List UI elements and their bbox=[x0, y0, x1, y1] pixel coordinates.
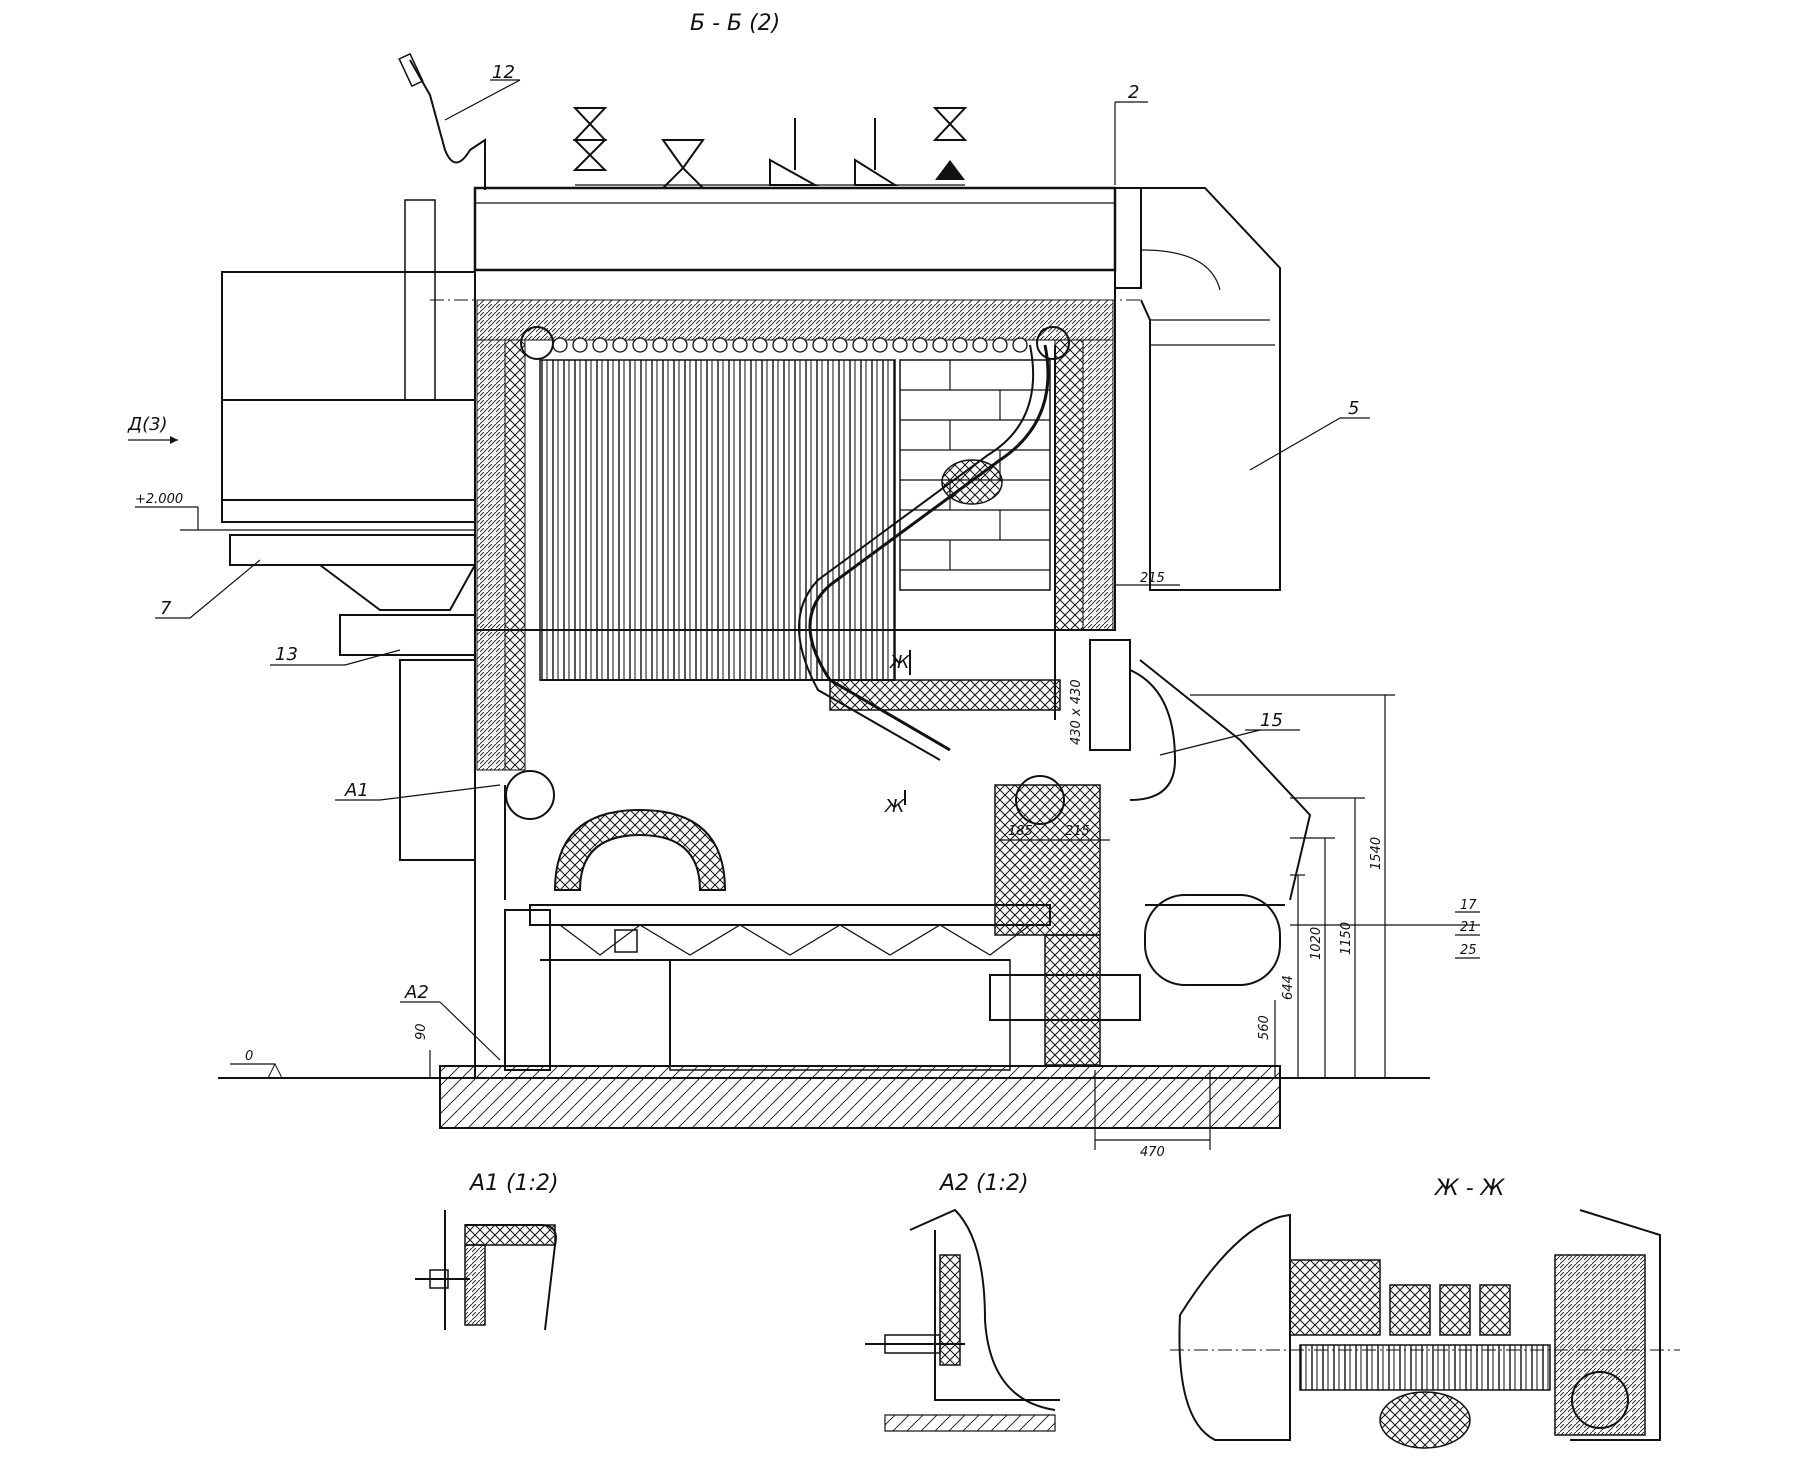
fan-assembly bbox=[1089, 639, 1312, 986]
header-tube bbox=[612, 337, 628, 353]
callout-a1: А1 bbox=[344, 780, 369, 801]
header-tube bbox=[932, 337, 948, 353]
dim-185: 185 bbox=[1008, 824, 1033, 839]
callout-5: 5 bbox=[1348, 398, 1359, 419]
upper-drum bbox=[430, 186, 1140, 301]
elevation-top: +2.000 bbox=[135, 492, 183, 507]
callout-15: 15 bbox=[1260, 710, 1283, 731]
header-tube bbox=[872, 337, 888, 353]
header-tube bbox=[852, 337, 868, 353]
section-title: Б - Б (2) bbox=[690, 11, 780, 36]
dim-560: 560 bbox=[1257, 1015, 1272, 1040]
grate bbox=[529, 904, 1051, 961]
elevation-zero: 0 bbox=[245, 1049, 253, 1064]
dim-215-top: 215 bbox=[1140, 571, 1165, 586]
downcomer-pipes bbox=[798, 344, 1056, 761]
callout-zh-upper: Ж bbox=[889, 652, 910, 673]
callout-a2: А2 bbox=[404, 982, 429, 1003]
callout-2: 2 bbox=[1128, 82, 1139, 103]
header-tube bbox=[592, 337, 608, 353]
dim-1540: 1540 bbox=[1369, 837, 1384, 870]
callout-13: 13 bbox=[275, 644, 298, 665]
dim-470: 470 bbox=[1140, 1145, 1165, 1160]
callout-12: 12 bbox=[492, 62, 515, 83]
header-tube bbox=[772, 337, 788, 353]
flue-duct bbox=[1114, 187, 1281, 591]
header-tube bbox=[892, 337, 908, 353]
header-tube bbox=[1012, 337, 1028, 353]
detail-a1: А1 (1:2) bbox=[415, 1171, 559, 1331]
callout-21: 21 bbox=[1460, 920, 1477, 935]
brick-wall bbox=[899, 359, 1051, 591]
header-tube bbox=[712, 337, 728, 353]
ground-foundation bbox=[218, 1065, 1430, 1129]
header-tube-row bbox=[552, 337, 1028, 353]
header-tube bbox=[972, 337, 988, 353]
elevation-marks: Д(3) +2.000 0 bbox=[127, 414, 475, 1079]
ash-pit-frame bbox=[504, 909, 1011, 1071]
header-tube bbox=[752, 337, 768, 353]
tube-bottom-insulation bbox=[829, 679, 1061, 711]
tube-bank bbox=[539, 359, 896, 681]
top-valves bbox=[572, 107, 968, 189]
callout-zh-lower: Ж bbox=[884, 796, 905, 817]
header-tube bbox=[692, 337, 708, 353]
dim-90: 90 bbox=[414, 1023, 429, 1040]
detail-a2-title: А2 (1:2) bbox=[938, 1171, 1029, 1196]
detail-zh: Ж - Ж bbox=[1170, 1176, 1680, 1449]
dim-430x430: 430 x 430 bbox=[1069, 679, 1084, 745]
dim-1020: 1020 bbox=[1309, 927, 1324, 960]
dimensions: 215 430 x 430 185 215 1540 1150 1020 644… bbox=[414, 571, 1395, 1160]
header-tube bbox=[672, 337, 688, 353]
header-tube bbox=[832, 337, 848, 353]
header-tube bbox=[992, 337, 1008, 353]
header-tube bbox=[572, 337, 588, 353]
dim-215-mid: 215 bbox=[1065, 824, 1090, 839]
header-tube bbox=[812, 337, 828, 353]
header-tube bbox=[912, 337, 928, 353]
header-tube bbox=[792, 337, 808, 353]
lower-brick-block bbox=[989, 784, 1141, 1066]
callout-25: 25 bbox=[1460, 943, 1477, 958]
boiler-casing bbox=[474, 269, 1116, 1078]
callout-17: 17 bbox=[1460, 898, 1477, 913]
callout-7: 7 bbox=[160, 598, 172, 619]
detail-a1-title: А1 (1:2) bbox=[468, 1171, 559, 1196]
furnace-arch bbox=[504, 785, 727, 900]
header-tube bbox=[952, 337, 968, 353]
header-tube bbox=[632, 337, 648, 353]
dim-644: 644 bbox=[1281, 975, 1296, 1000]
detail-a2: А2 (1:2) bbox=[865, 1171, 1060, 1432]
detail-zh-title: Ж - Ж bbox=[1433, 1176, 1506, 1201]
view-ref-d: Д(3) bbox=[127, 414, 168, 435]
header-tube bbox=[552, 337, 568, 353]
dim-1150: 1150 bbox=[1339, 922, 1354, 955]
callouts: 12 2 5 7 13 15 А1 А2 Ж Ж 17 21 25 bbox=[155, 62, 1480, 1061]
header-tube bbox=[652, 337, 668, 353]
header-tube bbox=[732, 337, 748, 353]
gauge-pipe bbox=[398, 52, 486, 190]
